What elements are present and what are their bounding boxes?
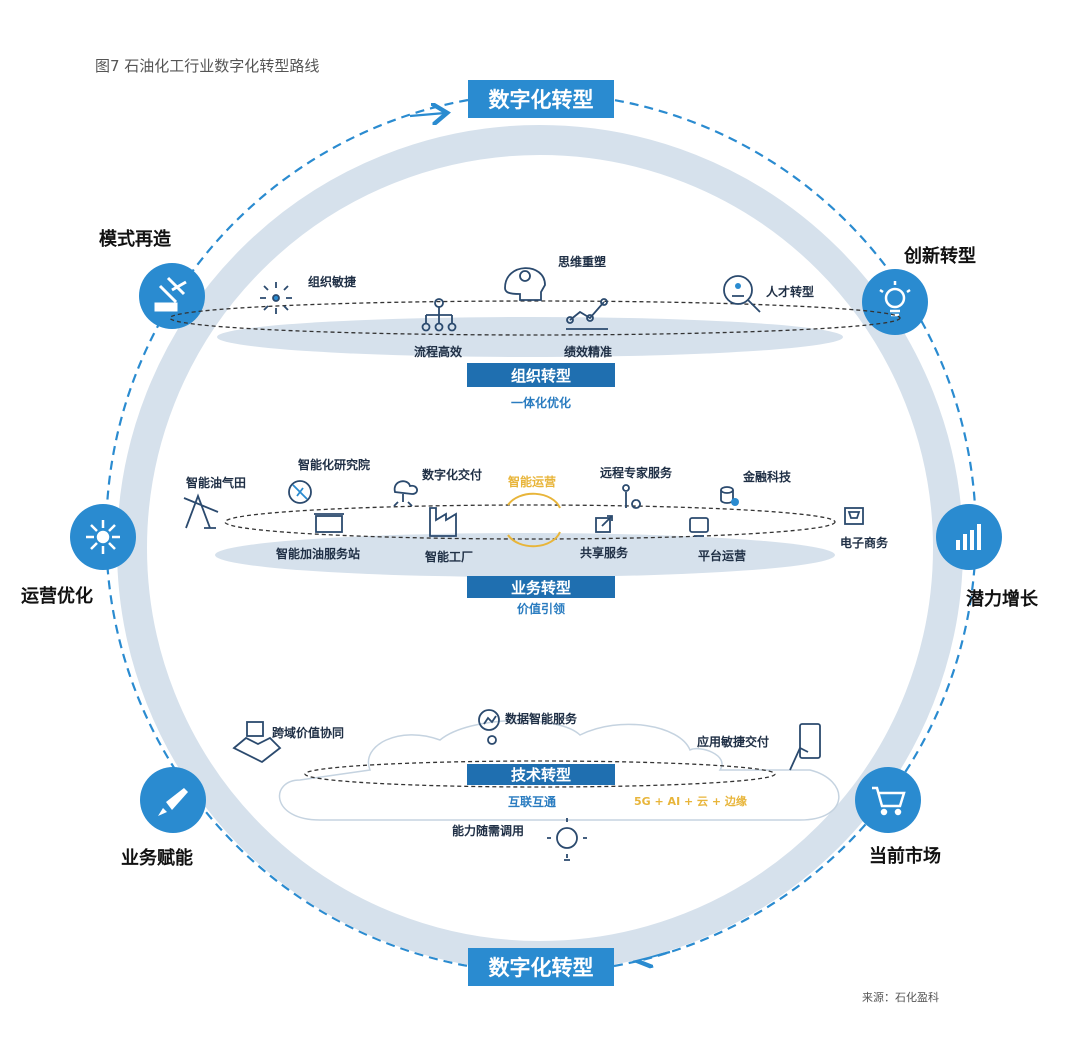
business-title: 业务转型 bbox=[511, 579, 571, 597]
share-icon bbox=[595, 515, 613, 533]
smart-operation-cycle-icon bbox=[507, 492, 561, 548]
orbit-arrow-bottom bbox=[638, 952, 671, 960]
business-item: 智能化研究院 bbox=[297, 457, 370, 472]
business-item: 远程专家服务 bbox=[600, 465, 673, 480]
org-layer: 组织敏捷 思维重塑 人才转型 流程高效 绩效精准 组织转型 一体化优化 bbox=[169, 254, 901, 410]
tech-orbit bbox=[304, 760, 776, 788]
org-item: 思维重塑 bbox=[558, 254, 606, 269]
top-box bbox=[468, 80, 614, 118]
business-orbit bbox=[224, 504, 836, 540]
source-note: 来源：石化盈科 bbox=[862, 990, 939, 1004]
business-layer: 智能油气田 智能化研究院 数字化交付 智能运营 远程专家服务 金融科技 电子商务… bbox=[183, 457, 889, 616]
shopping-cart-icon bbox=[872, 786, 906, 816]
node-label: 创新转型 bbox=[903, 245, 976, 267]
talent-search-icon bbox=[723, 275, 761, 313]
remote-expert-icon bbox=[622, 484, 641, 509]
business-item: 智能工厂 bbox=[424, 549, 473, 564]
org-item: 流程高效 bbox=[414, 344, 463, 359]
mobile-tap-icon bbox=[789, 723, 821, 771]
gas-station-icon bbox=[314, 513, 344, 533]
node-label: 业务赋能 bbox=[121, 847, 193, 869]
business-center: 智能运营 bbox=[507, 474, 556, 489]
ecommerce-icon bbox=[844, 507, 864, 525]
tech-item: 应用敏捷交付 bbox=[697, 734, 769, 749]
research-icon bbox=[288, 480, 312, 504]
oil-pump-icon bbox=[183, 493, 219, 529]
org-item: 人才转型 bbox=[766, 284, 814, 299]
org-item: 组织敏捷 bbox=[308, 274, 357, 289]
rocket-icon bbox=[158, 788, 188, 816]
tech-title: 技术转型 bbox=[511, 766, 571, 784]
performance-chart-icon bbox=[566, 298, 608, 330]
node-mode-rebuild: 模式再造 bbox=[99, 228, 205, 329]
business-subtitle: 价值引领 bbox=[517, 601, 565, 616]
capability-gear-icon bbox=[547, 818, 587, 861]
head-gear-icon bbox=[504, 267, 546, 301]
network-icon bbox=[86, 520, 120, 554]
tech-item: 数据智能服务 bbox=[505, 711, 578, 726]
gavel-icon bbox=[154, 276, 187, 312]
tech-item: 跨域价值协同 bbox=[272, 725, 344, 740]
node-label: 潜力增长 bbox=[966, 588, 1039, 610]
business-item: 共享服务 bbox=[580, 545, 629, 560]
business-item: 金融科技 bbox=[742, 469, 792, 484]
factory-icon bbox=[429, 507, 457, 537]
business-item: 平台运营 bbox=[698, 548, 746, 563]
tech-layer: 跨域价值协同 数据智能服务 应用敏捷交付 能力随需调用 技术转型 互联互通 5G… bbox=[232, 709, 840, 861]
org-title: 组织转型 bbox=[511, 367, 571, 385]
node-innovation: 创新转型 bbox=[862, 245, 976, 335]
node-growth: 潜力增长 bbox=[936, 504, 1039, 610]
tech-item: 能力随需调用 bbox=[452, 823, 524, 838]
org-subtitle: 一体化优化 bbox=[511, 395, 571, 410]
node-label: 当前市场 bbox=[869, 845, 941, 867]
tech-subtitle: 互联互通 bbox=[508, 794, 556, 809]
tech-stack: 5G + AI + 云 + 边缘 bbox=[634, 794, 747, 808]
orbit-arrow-top bbox=[409, 113, 445, 116]
business-item: 数字化交付 bbox=[422, 467, 482, 482]
platform-icon bbox=[689, 517, 709, 537]
business-item: 智能加油服务站 bbox=[275, 546, 360, 561]
node-business-enable: 业务赋能 bbox=[121, 767, 206, 869]
bottom-box-label: 数字化转型 bbox=[489, 956, 594, 980]
cloud-delivery-icon bbox=[393, 480, 418, 507]
bar-chart-icon bbox=[956, 524, 981, 550]
figure-title: 图7 石油化工行业数字化转型路线 bbox=[95, 57, 319, 75]
node-current-market: 当前市场 bbox=[855, 767, 941, 867]
business-title-box bbox=[467, 576, 615, 598]
node-operation-optimize: 运营优化 bbox=[21, 504, 136, 607]
agile-org-icon bbox=[260, 282, 292, 314]
business-item: 智能油气田 bbox=[185, 475, 246, 490]
business-item: 电子商务 bbox=[840, 535, 889, 550]
bottom-box bbox=[468, 948, 614, 986]
org-orbit bbox=[169, 300, 901, 336]
org-chart-icon bbox=[421, 298, 457, 332]
tech-title-box bbox=[467, 764, 615, 785]
data-analysis-icon bbox=[478, 709, 500, 745]
fintech-icon bbox=[720, 486, 739, 506]
handshake-icon bbox=[232, 721, 282, 764]
org-item: 绩效精准 bbox=[564, 344, 612, 359]
node-label: 模式再造 bbox=[99, 228, 171, 250]
node-label: 运营优化 bbox=[21, 585, 93, 607]
top-box-label: 数字化转型 bbox=[489, 88, 594, 112]
org-title-box bbox=[467, 363, 615, 387]
